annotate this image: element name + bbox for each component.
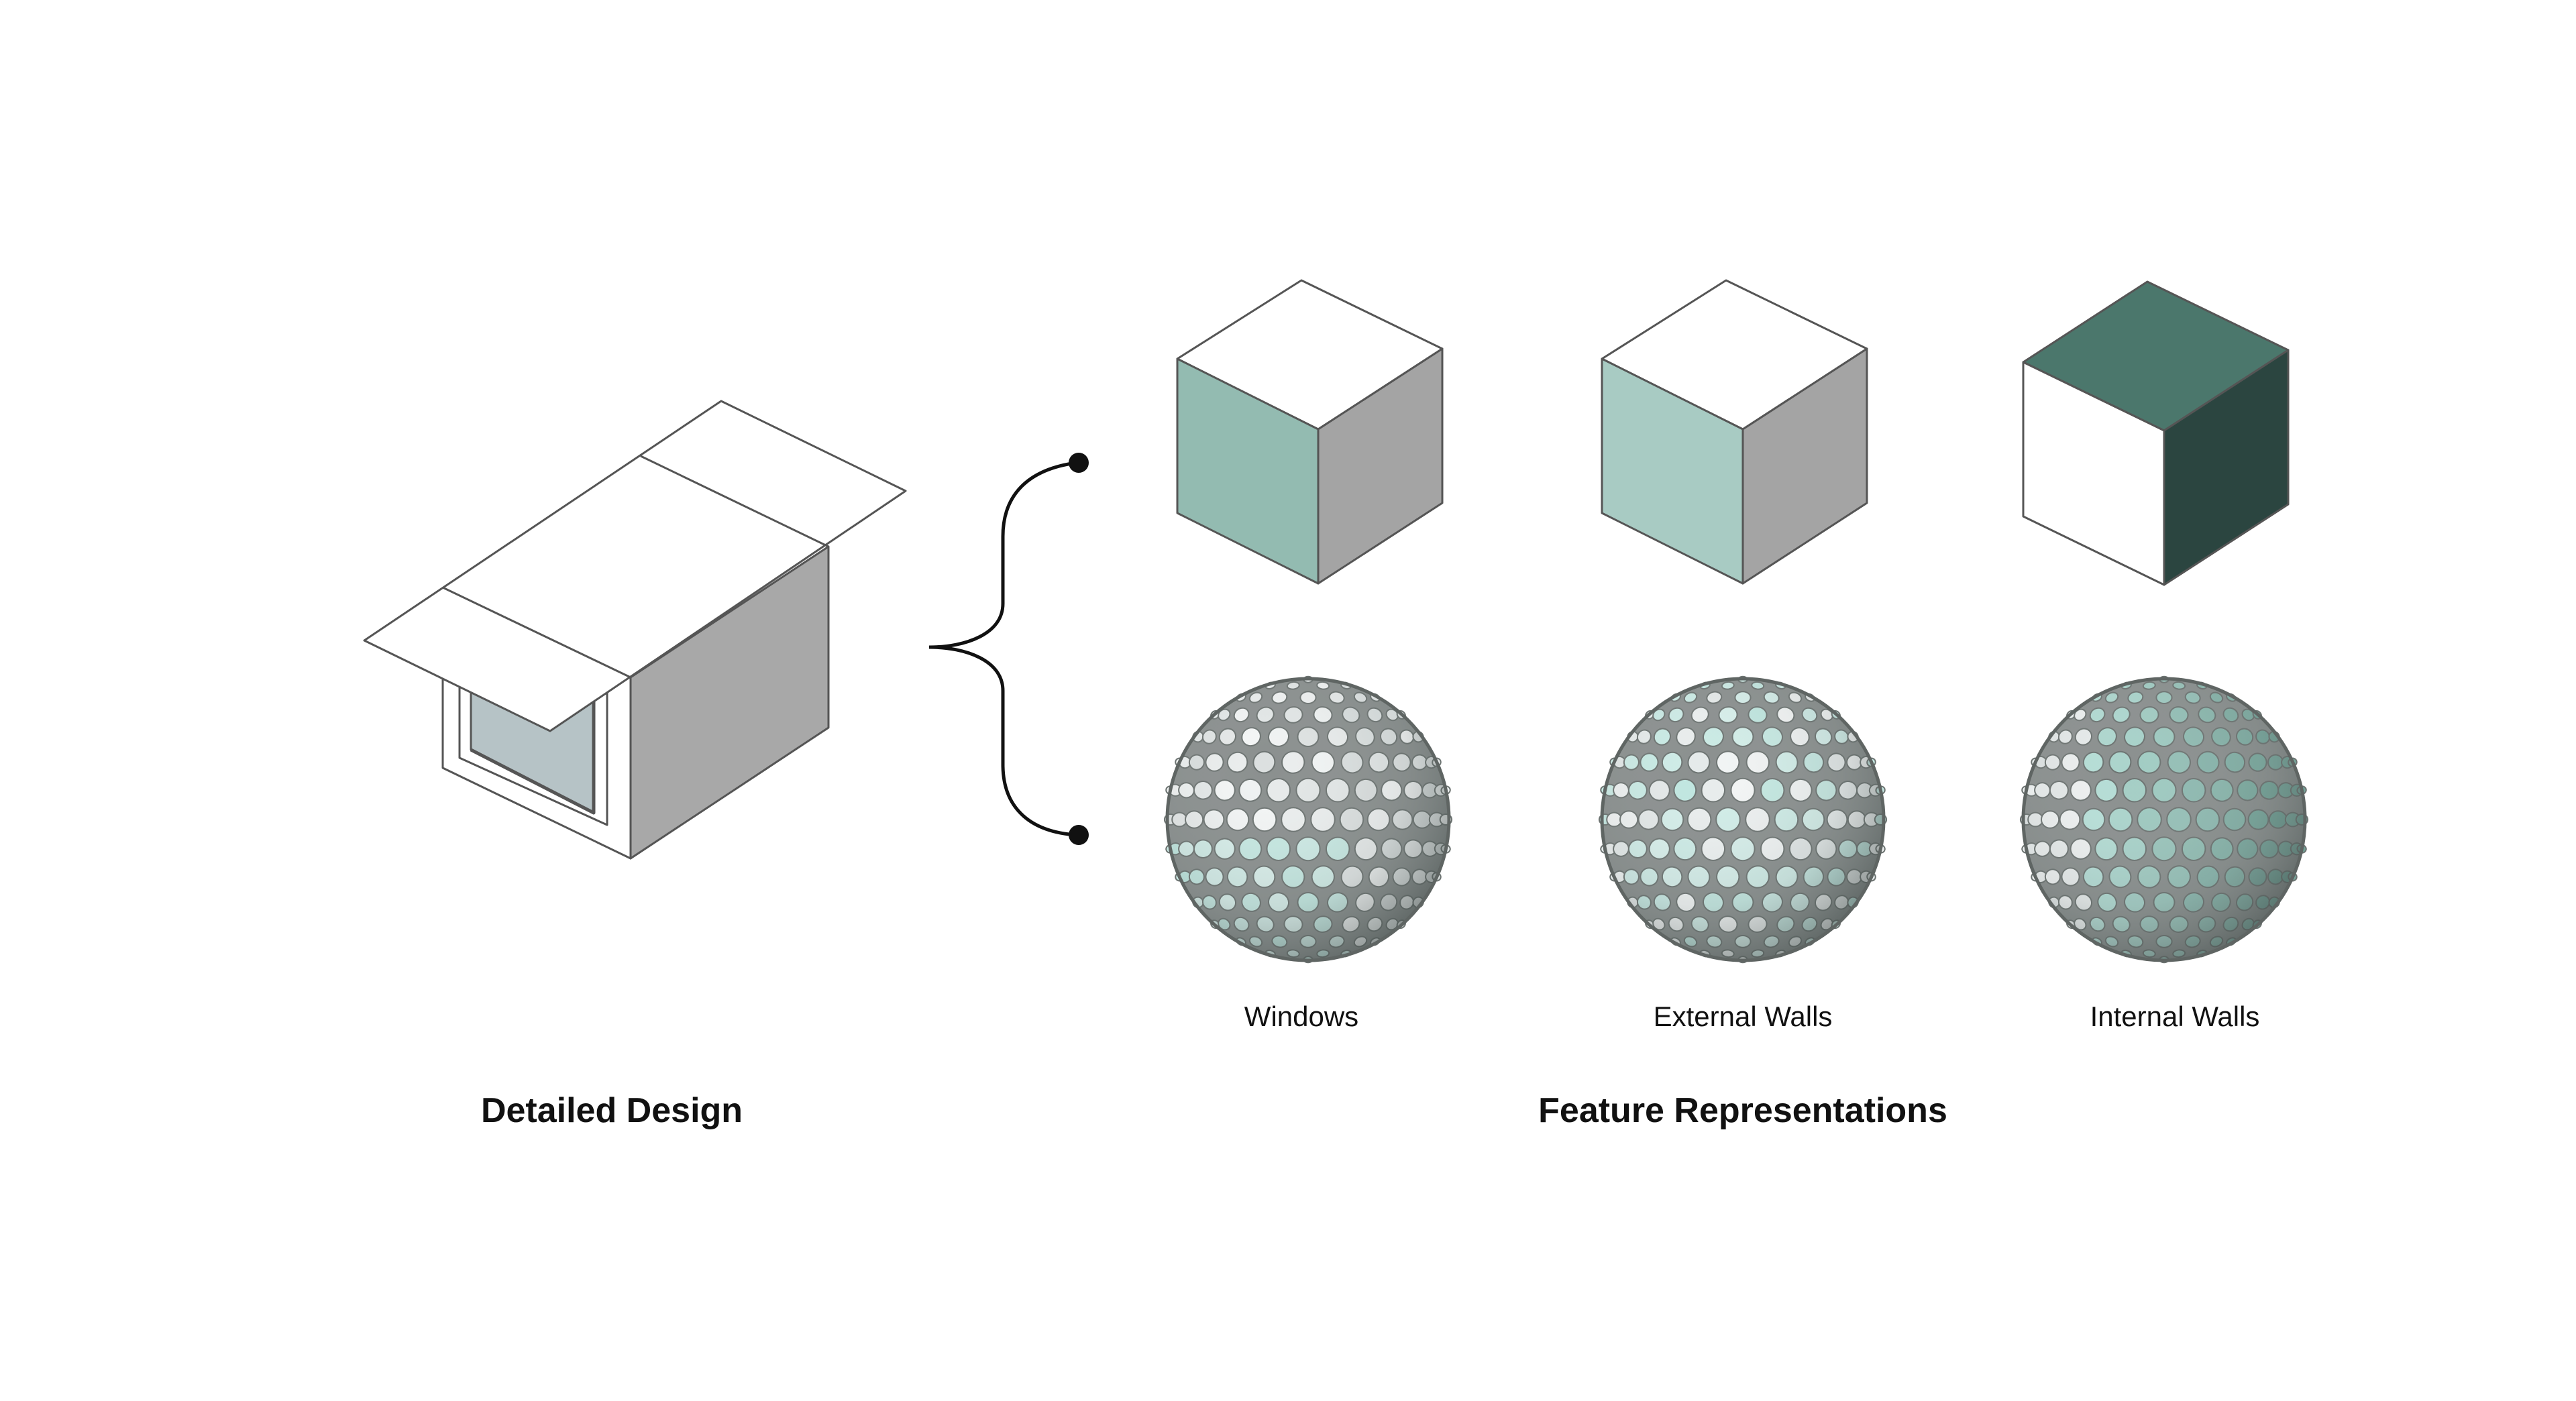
sphere-shading bbox=[2023, 679, 2305, 960]
sphere-icon bbox=[1165, 677, 1452, 963]
sphere-icon bbox=[2021, 677, 2308, 963]
brace-connector-icon bbox=[929, 453, 1089, 845]
brace-dot-top bbox=[1069, 453, 1089, 473]
detailed-design-label: Detailed Design bbox=[481, 1090, 743, 1131]
sphere-shading bbox=[1167, 679, 1449, 960]
brace-path bbox=[929, 463, 1077, 835]
cube-icon bbox=[1177, 280, 1442, 583]
feature-label-external-walls: External Walls bbox=[1654, 1001, 1833, 1033]
brace-dot-bottom bbox=[1069, 825, 1089, 845]
feature-label-windows: Windows bbox=[1244, 1001, 1358, 1033]
feature-representations-label: Feature Representations bbox=[1538, 1090, 1947, 1131]
cube-icon bbox=[2023, 282, 2288, 585]
sphere-shading bbox=[1602, 679, 1884, 960]
sphere-icon bbox=[1599, 677, 1886, 963]
building-icon bbox=[364, 401, 906, 858]
cube-icon bbox=[1602, 280, 1867, 583]
feature-label-internal-walls: Internal Walls bbox=[2090, 1001, 2260, 1033]
